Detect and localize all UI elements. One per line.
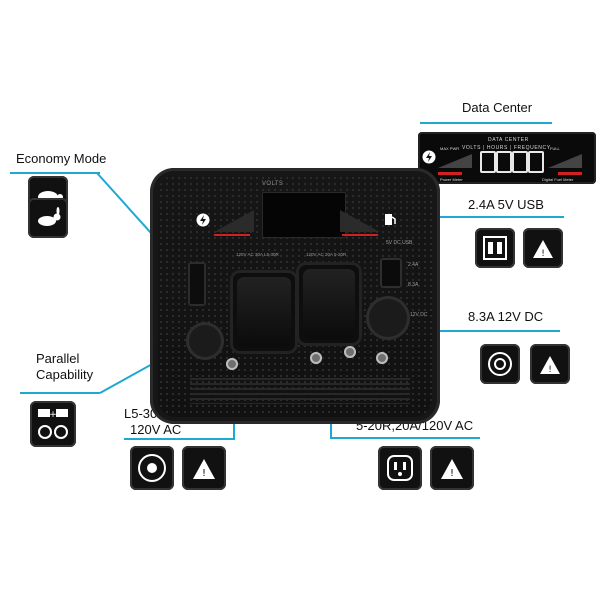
dc-badge [480, 344, 520, 384]
callout-l5-line2: 120V AC [130, 422, 182, 438]
l5-30-badge [130, 446, 174, 490]
svg-text:!: ! [541, 249, 545, 259]
callout-parallel-line2: Capability [36, 367, 94, 383]
rabbit-icon [38, 207, 61, 226]
panel-top-labels: VOLTS [250, 181, 360, 191]
svg-text:!: ! [548, 365, 552, 375]
line-dc-h [392, 330, 560, 332]
panel-label-volts: VOLTS [262, 181, 284, 187]
svg-text:!: ! [202, 468, 206, 479]
line-data-center-h [420, 122, 552, 124]
power-meter-red [438, 172, 462, 175]
5-20-warning-badge: ! [430, 446, 474, 490]
fuel-pump-icon [385, 214, 396, 225]
usb-warning-badge: ! [523, 228, 563, 268]
panel-display [262, 192, 346, 238]
callout-usb: 2.4A 5V USB [468, 197, 544, 212]
svg-text:+: + [49, 410, 57, 420]
terminal-3[interactable] [376, 352, 388, 364]
display-right-caption: Digital Fuel Meter [542, 177, 574, 182]
display-left-caption: Power Meter [440, 177, 463, 182]
lightning-icon [422, 150, 436, 164]
panel-fuel-red [342, 234, 378, 236]
display-modes: VOLTS | HOURS | FREQUENCY [462, 145, 551, 151]
line-520-h [330, 437, 480, 439]
fuel-meter-bars [548, 154, 582, 168]
fuel-meter-red [558, 172, 582, 175]
usb-badge [475, 228, 515, 268]
callout-parallel-line1: Parallel [36, 351, 80, 366]
callout-data-center: Data Center [462, 100, 533, 115]
terminal-2[interactable] [344, 346, 356, 358]
usb-port-icon [483, 236, 507, 260]
warning-manual-icon: ! [193, 459, 215, 479]
dc-port[interactable] [366, 296, 410, 340]
digit-2 [496, 151, 512, 173]
display-headline: DATA CENTER [488, 137, 529, 143]
line-usb-h [386, 216, 564, 218]
callout-economy-mode: Economy Mode [16, 151, 107, 166]
warning-manual-icon: ! [540, 356, 560, 375]
warning-manual-icon: ! [441, 459, 463, 479]
parallel-kit-icon: + [38, 409, 68, 439]
parallel-port[interactable] [186, 322, 224, 360]
panel-label-ac1: 120V AC 30A L5-30R [236, 252, 279, 257]
digit-3 [512, 151, 528, 173]
5-20-outlet[interactable] [296, 262, 362, 346]
line-l5-h [124, 438, 234, 440]
warning-manual-icon: ! [533, 240, 553, 259]
terminal-1[interactable] [310, 352, 322, 364]
5-20-badge [378, 446, 422, 490]
rabbit-badge [28, 198, 68, 238]
display-right-label: FULL [550, 146, 560, 151]
economy-switch[interactable] [188, 262, 206, 306]
usb-port[interactable] [380, 258, 402, 288]
panel-warning-text [190, 378, 410, 404]
l5-30-outlet-icon [138, 454, 166, 482]
parallel-badge: + [30, 401, 76, 447]
digit-4 [528, 151, 544, 173]
panel-label-ac2: 120V AC 20A 5-20R [306, 252, 347, 257]
dc-warning-badge: ! [530, 344, 570, 384]
callout-parallel: Parallel Capability [36, 351, 93, 384]
panel-power-red [214, 234, 250, 236]
l5-30-warning-badge: ! [182, 446, 226, 490]
l5-30-outlet[interactable] [230, 270, 298, 354]
panel-label-dc-amp: 8.3A [408, 282, 419, 288]
line-parallel-h [20, 392, 100, 394]
5-20-outlet-icon [387, 455, 413, 481]
line-economy-h [10, 172, 100, 174]
panel-label-dc12: 12V DC [410, 312, 428, 318]
callout-dc: 8.3A 12V DC [468, 309, 544, 324]
display-left-label: MAX PWR [440, 146, 460, 151]
lightning-icon [196, 213, 210, 227]
dc-outlet-icon [488, 352, 512, 376]
panel-label-usb: 5V DC USB [386, 240, 413, 246]
panel-label-usb-amp: 2.4A [408, 262, 419, 268]
ground-post[interactable] [226, 358, 238, 370]
digit-1 [480, 151, 496, 173]
svg-text:!: ! [450, 468, 454, 479]
data-center-display: DATA CENTER VOLTS | HOURS | FREQUENCY MA… [418, 132, 596, 184]
power-meter-bars [438, 154, 472, 168]
